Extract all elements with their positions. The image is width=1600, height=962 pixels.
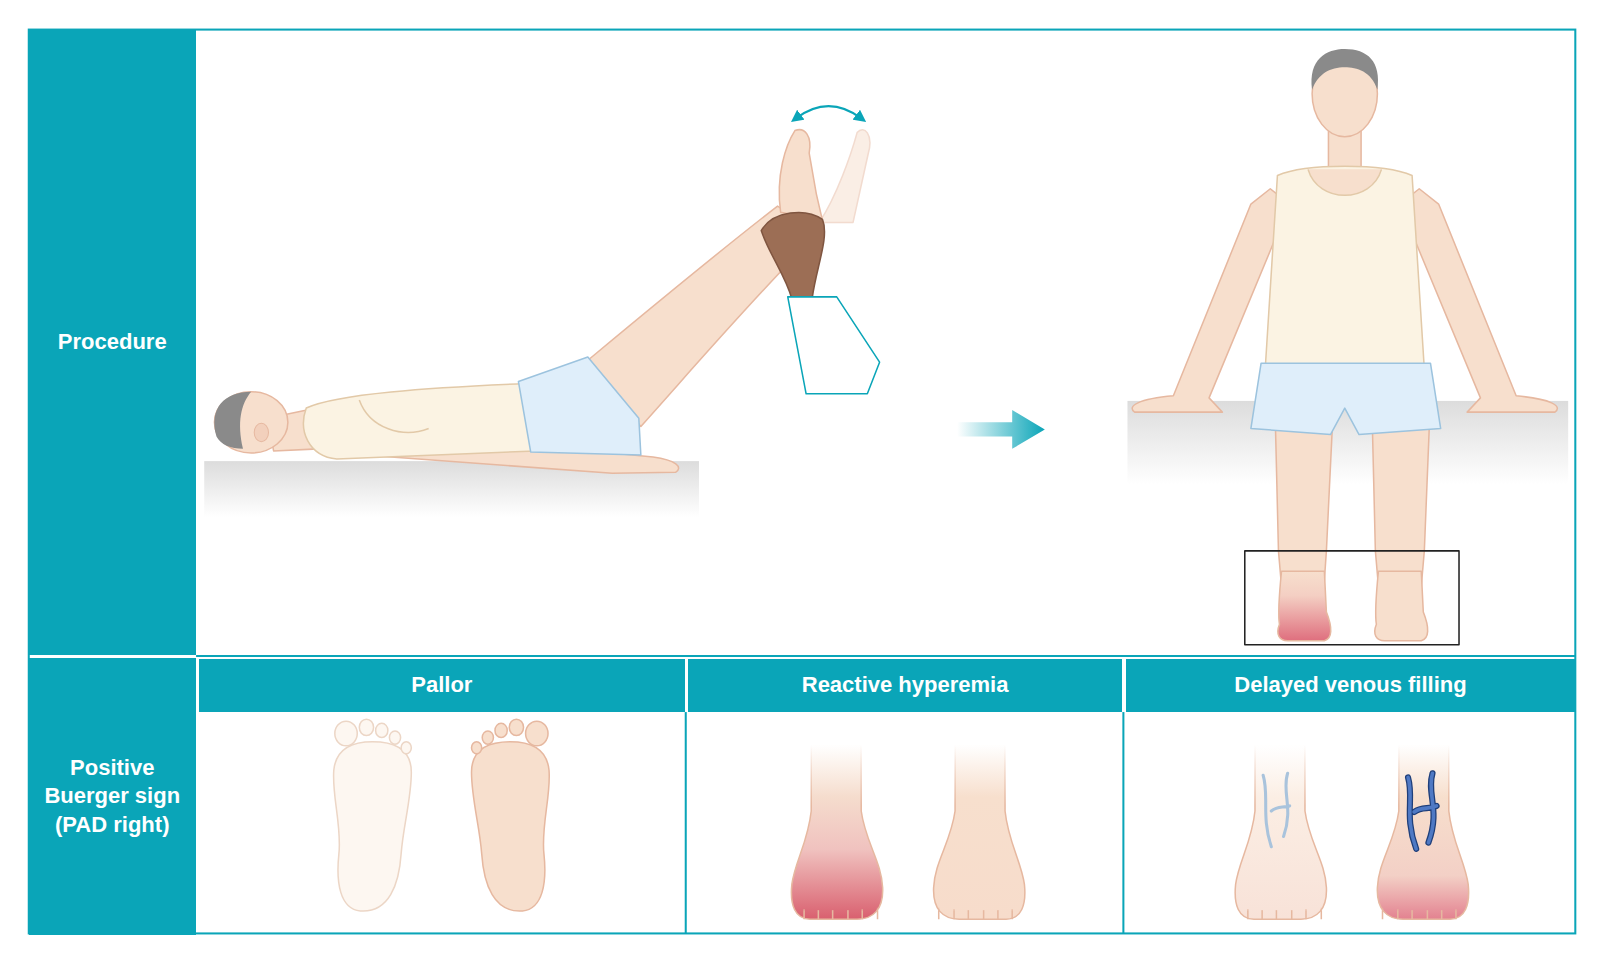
table-frame-part: [196, 655, 1575, 657]
seated-patient-part: [1312, 49, 1379, 90]
header-label: Procedure: [58, 328, 167, 357]
sequence-arrow: [957, 410, 1045, 449]
supine-patient-part: [254, 423, 268, 441]
seated-patient-part: [1245, 551, 1459, 645]
header-label: Positive Buerger sign (PAD right): [39, 754, 186, 840]
supine-patient-part: [796, 106, 861, 118]
venous-feet-part: [1377, 745, 1468, 919]
venous-feet: [1235, 745, 1468, 919]
seated-patient: [1127, 49, 1568, 645]
hyperemia-feet-part: [791, 745, 882, 919]
seated-patient-part: [1278, 571, 1331, 640]
column-header: Delayed venous filling: [1126, 659, 1576, 712]
seated-patient-part: [1251, 363, 1441, 434]
venous-feet-part: [1408, 773, 1437, 848]
table-frame: [29, 30, 1576, 934]
hyperemia-feet: [791, 745, 1024, 919]
header-label: Reactive hyperemia: [802, 671, 1009, 700]
table-frame-part: [685, 712, 687, 933]
row-header: Procedure: [29, 30, 196, 656]
venous-feet-part: [1408, 773, 1437, 848]
column-header: Reactive hyperemia: [688, 659, 1123, 712]
pallor-soles-part: [334, 719, 412, 911]
supine-patient: [204, 106, 879, 517]
column-header: Pallor: [199, 659, 685, 712]
seated-patient-part: [1265, 166, 1424, 369]
hyperemia-feet-part: [934, 745, 1025, 919]
supine-patient-part: [214, 392, 251, 449]
supine-patient-part: [819, 130, 869, 223]
supine-patient-part: [518, 357, 640, 455]
venous-feet-part: [1235, 745, 1326, 919]
supine-patient-part: [304, 384, 536, 459]
supine-patient-part: [788, 297, 880, 394]
supine-patient-part: [779, 130, 822, 221]
supine-patient-part: [214, 392, 287, 453]
header-label: Pallor: [411, 671, 472, 700]
seated-patient-part: [1375, 571, 1428, 640]
header-label: Delayed venous filling: [1234, 671, 1466, 700]
venous-feet-part: [1263, 773, 1290, 846]
table-frame-part: [1122, 712, 1124, 933]
pallor-soles: [334, 719, 550, 911]
seated-patient-part: [1308, 169, 1381, 195]
pallor-soles-part: [472, 719, 550, 911]
row-header: Positive Buerger sign (PAD right): [29, 658, 196, 935]
supine-patient-part: [761, 213, 824, 299]
supine-patient-part: [359, 400, 428, 432]
table-frame-part: [29, 30, 1576, 934]
